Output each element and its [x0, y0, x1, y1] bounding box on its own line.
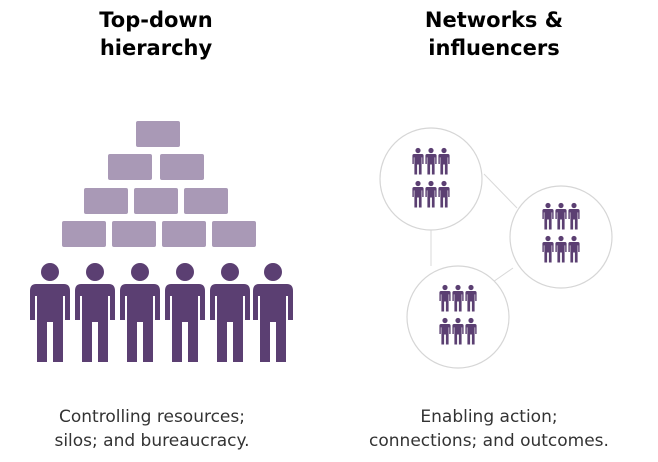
hierarchy-caption-line-1: Controlling resources;: [59, 407, 245, 427]
networks-caption-line-1: Enabling action;: [420, 407, 558, 427]
network-groups: [379, 127, 613, 369]
person-icon: [210, 263, 250, 362]
person-icon: [30, 263, 70, 362]
people-row: [30, 263, 293, 362]
hierarchy-title-line-1: Top-down: [99, 8, 213, 32]
networks-title-line-2: influencers: [428, 36, 560, 60]
hierarchy-caption: Controlling resources; silos; and bureau…: [0, 405, 312, 453]
brick-icon: [212, 221, 256, 247]
networks-caption: Enabling action; connections; and outcom…: [329, 405, 649, 453]
networks-title-line-1: Networks &: [424, 8, 564, 32]
group-circle: [406, 265, 510, 369]
brick-icon: [136, 121, 180, 147]
group-node-right: [509, 185, 613, 289]
brick-icon: [62, 221, 106, 247]
hierarchy-caption-line-2: silos; and bureaucracy.: [54, 431, 250, 451]
person-icon: [165, 263, 205, 362]
brick-icon: [134, 188, 178, 214]
networks-title: Networks & influencers: [364, 6, 624, 62]
hierarchy-title: Top-down hierarchy: [26, 6, 286, 62]
brick-icon: [108, 154, 152, 180]
brick-icon: [112, 221, 156, 247]
group-node-top: [379, 127, 483, 231]
brick-pyramid: [62, 121, 256, 247]
group-circle: [379, 127, 483, 231]
brick-icon: [84, 188, 128, 214]
person-icon: [253, 263, 293, 362]
brick-icon: [160, 154, 204, 180]
networks-caption-line-2: connections; and outcomes.: [369, 431, 609, 451]
group-node-bottom: [406, 265, 510, 369]
connector-line: [483, 173, 518, 209]
hierarchy-title-line-2: hierarchy: [99, 36, 213, 60]
person-icon: [120, 263, 160, 362]
brick-icon: [162, 221, 206, 247]
brick-icon: [184, 188, 228, 214]
person-icon: [75, 263, 115, 362]
